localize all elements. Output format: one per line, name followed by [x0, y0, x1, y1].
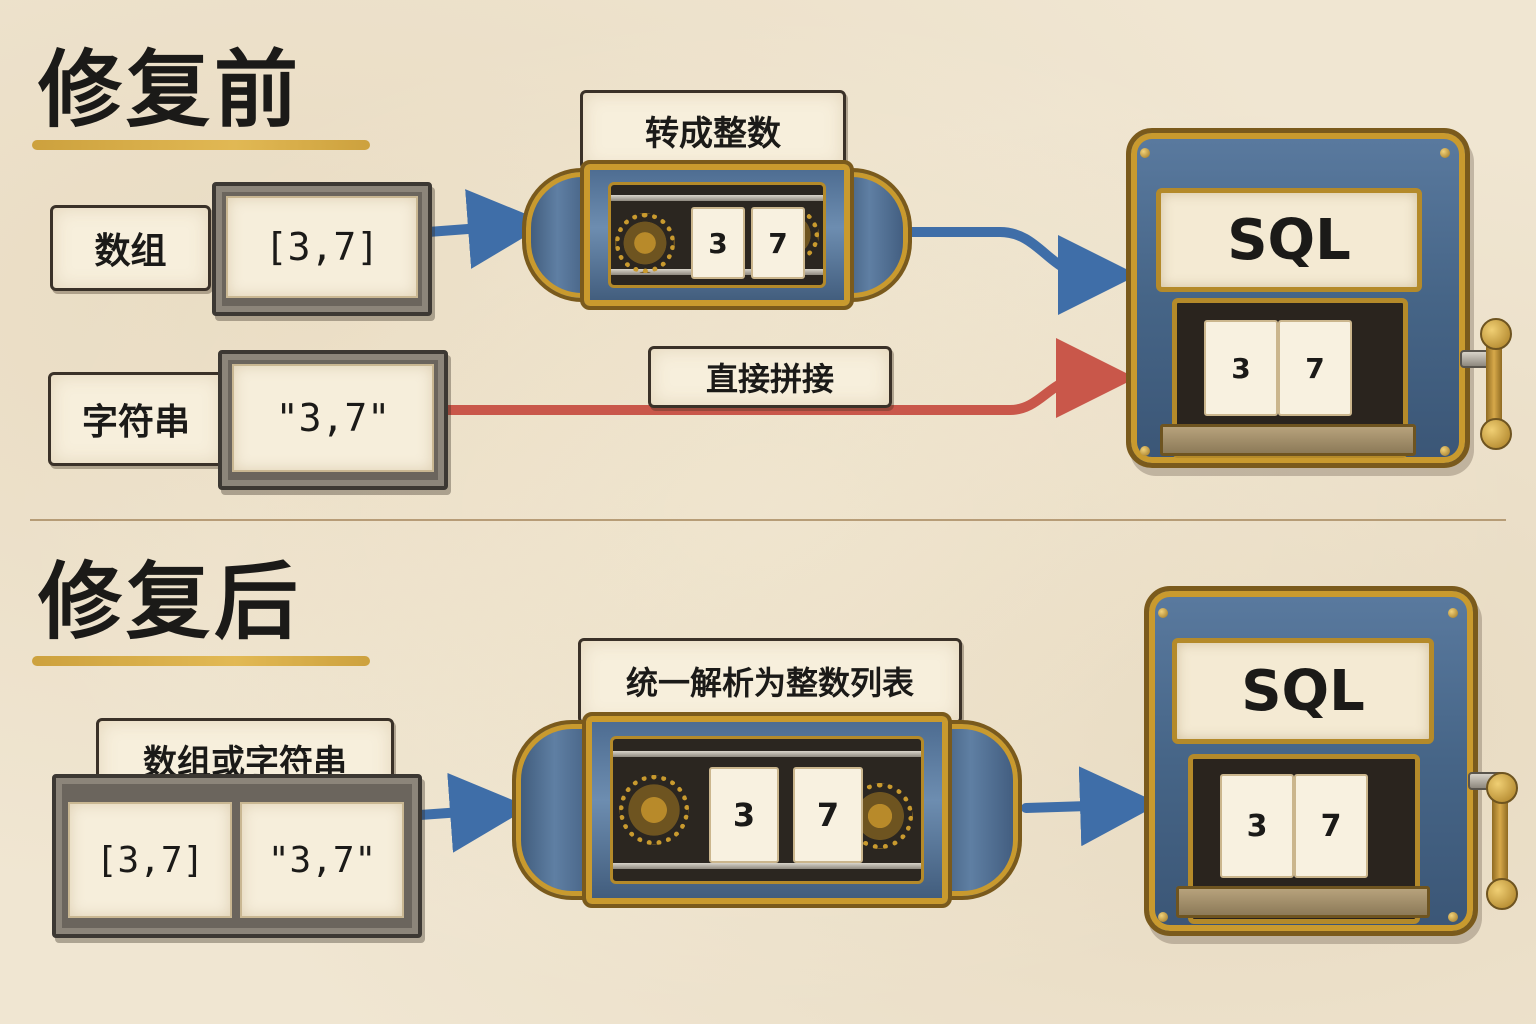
after-sql-machine: SQL 3 7 [1128, 586, 1528, 936]
sql-output-tray [1160, 424, 1416, 456]
sql-output-tray [1176, 886, 1430, 918]
crank-knob [1486, 878, 1518, 910]
after-roller-machine: 3 7 [512, 712, 1022, 908]
crank-arm [1492, 786, 1508, 886]
after-string-card: "3,7" [240, 802, 404, 918]
roller-body: 3 7 [582, 712, 952, 908]
roller-window: 3 7 [608, 182, 826, 288]
before-string-card: "3,7" [232, 364, 434, 472]
arrow-roller-to-sql [907, 227, 1138, 315]
roller-digit-card: 3 [709, 767, 779, 863]
arrow-array-to-roller [423, 189, 548, 269]
crank-knob [1480, 318, 1512, 350]
sql-plate: SQL [1172, 638, 1434, 744]
sql-digit-card: 3 [1220, 774, 1294, 878]
crank-knob [1486, 772, 1518, 804]
before-string-label: 字符串 [48, 372, 224, 466]
sql-plate: SQL [1156, 188, 1422, 292]
after-parse-label: 统一解析为整数列表 [578, 638, 962, 724]
before-title: 修复前 [38, 41, 303, 139]
sql-digit-card: 7 [1294, 774, 1368, 878]
after-input-tray: [3,7] "3,7" [52, 774, 422, 938]
after-title-underline [32, 656, 370, 666]
before-concat-label: 直接拼接 [648, 346, 892, 408]
crank-arm [1486, 332, 1502, 432]
roller-body: 3 7 [580, 160, 854, 310]
roller-digit-card: 7 [751, 207, 805, 279]
before-convert-label: 转成整数 [580, 90, 846, 170]
section-divider [30, 519, 1506, 521]
gear-icon [615, 213, 675, 273]
sql-digit-card: 3 [1204, 320, 1278, 416]
roller-digit-card: 3 [691, 207, 745, 279]
before-sql-machine: SQL 3 7 [1110, 128, 1520, 468]
roller-digit-card: 7 [793, 767, 863, 863]
before-array-tray: [3,7] [212, 182, 432, 316]
roller-window: 3 7 [610, 736, 924, 884]
before-array-label: 数组 [50, 205, 211, 291]
sql-digit-card: 7 [1278, 320, 1352, 416]
before-title-underline [32, 140, 370, 150]
after-title: 修复后 [38, 553, 303, 651]
arrow-string-to-sql [440, 338, 1136, 418]
before-array-card: [3,7] [226, 196, 418, 298]
before-roller-machine: 3 7 [522, 160, 912, 310]
arrow-roller-to-sql-after [1021, 766, 1160, 847]
after-array-card: [3,7] [68, 802, 232, 918]
gear-icon [619, 775, 689, 845]
crank-knob [1480, 418, 1512, 450]
before-string-tray: "3,7" [218, 350, 448, 490]
arrow-input-to-roller [415, 772, 530, 853]
